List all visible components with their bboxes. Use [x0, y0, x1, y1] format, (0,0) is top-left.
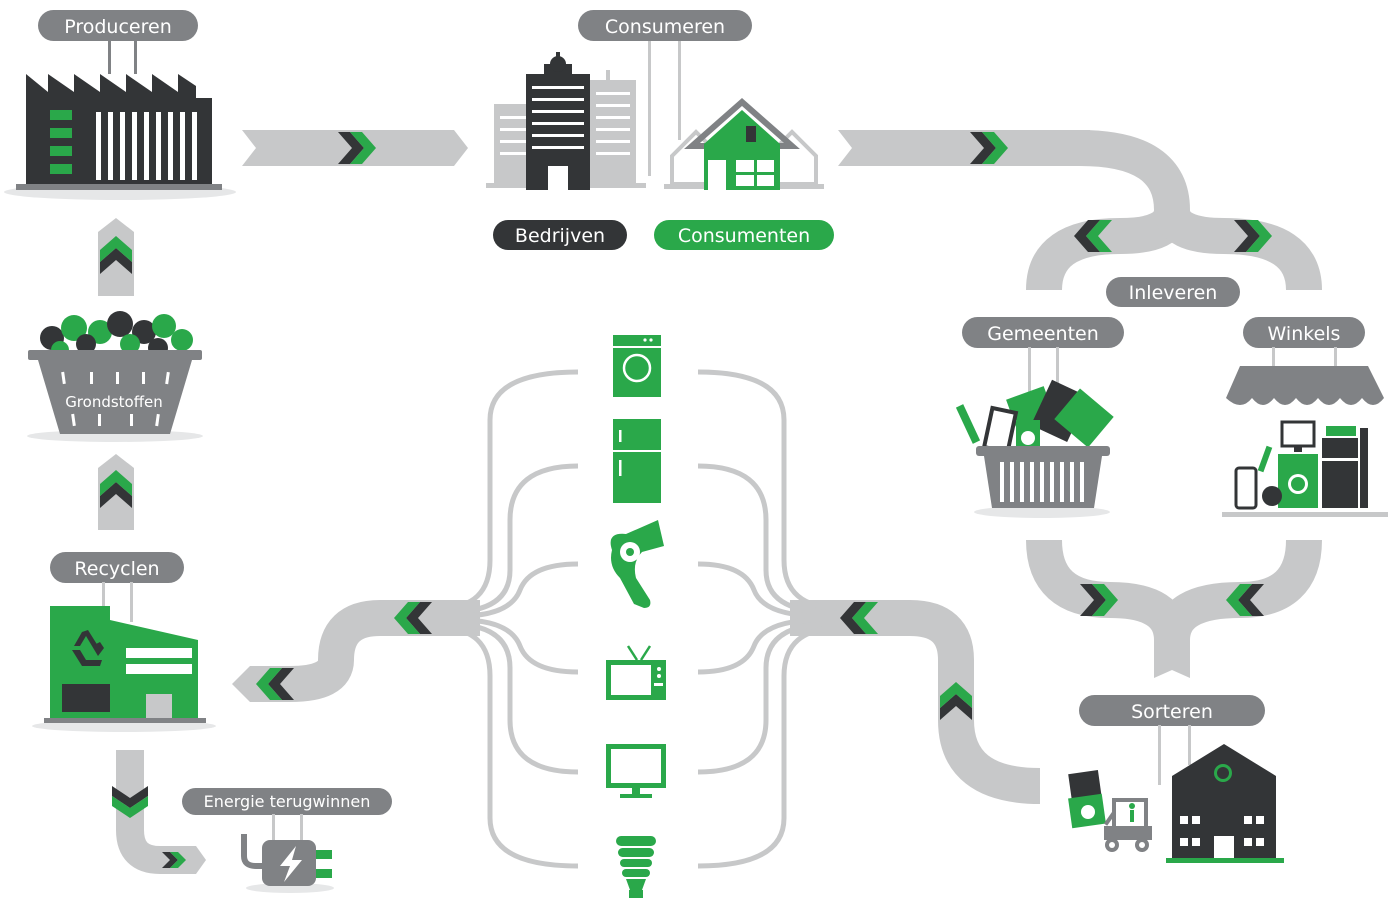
consumeren-connectors	[648, 40, 681, 176]
energy-saving-bulb-icon	[616, 836, 656, 898]
factory-icon	[4, 40, 236, 200]
label-recyclen: Recyclen	[50, 552, 184, 622]
branch-lines	[439, 369, 841, 869]
office-buildings-icon	[486, 52, 646, 190]
winkels-label: Winkels	[1268, 323, 1341, 345]
flow-chevrons	[100, 132, 1272, 868]
energie-label: Energie terugwinnen	[204, 792, 371, 811]
sorting-warehouse-icon	[1166, 744, 1284, 863]
label-inleveren: Inleveren	[1106, 277, 1240, 307]
houses-icon	[664, 98, 824, 190]
grondstoffen-basket-icon: Grondstoffen	[27, 311, 203, 442]
gemeenten-label: Gemeenten	[987, 323, 1099, 345]
hair-dryer-icon	[610, 520, 664, 608]
grondstoffen-label: Grondstoffen	[65, 393, 163, 411]
produceren-label: Produceren	[64, 16, 172, 38]
label-consumenten: Consumenten	[654, 220, 834, 250]
forklift-icon	[1068, 770, 1152, 852]
recyclen-label: Recyclen	[74, 558, 159, 580]
consumenten-label: Consumenten	[678, 225, 810, 247]
bedrijven-label: Bedrijven	[515, 225, 605, 247]
sorteren-label: Sorteren	[1131, 701, 1213, 723]
label-bedrijven: Bedrijven	[493, 220, 627, 250]
energy-plug-icon	[241, 834, 334, 893]
winkels-shop-icon	[1222, 347, 1388, 517]
label-produceren: Produceren	[38, 10, 198, 41]
label-sorteren: Sorteren	[1079, 695, 1265, 785]
monitor-icon	[606, 744, 666, 798]
gemeenten-basket-icon	[955, 379, 1114, 518]
inleveren-label: Inleveren	[1129, 282, 1218, 304]
fridge-icon	[613, 419, 661, 503]
washing-machine-icon	[613, 335, 661, 397]
recycle-symbol-icon	[72, 630, 104, 666]
label-gemeenten: Gemeenten	[962, 317, 1124, 397]
tv-icon	[606, 645, 666, 700]
consumeren-label: Consumeren	[605, 16, 725, 38]
label-consumeren: Consumeren	[578, 10, 752, 41]
recycling-plant-icon	[32, 606, 216, 732]
label-winkels: Winkels	[1243, 317, 1365, 348]
label-energie: Energie terugwinnen	[182, 788, 392, 844]
